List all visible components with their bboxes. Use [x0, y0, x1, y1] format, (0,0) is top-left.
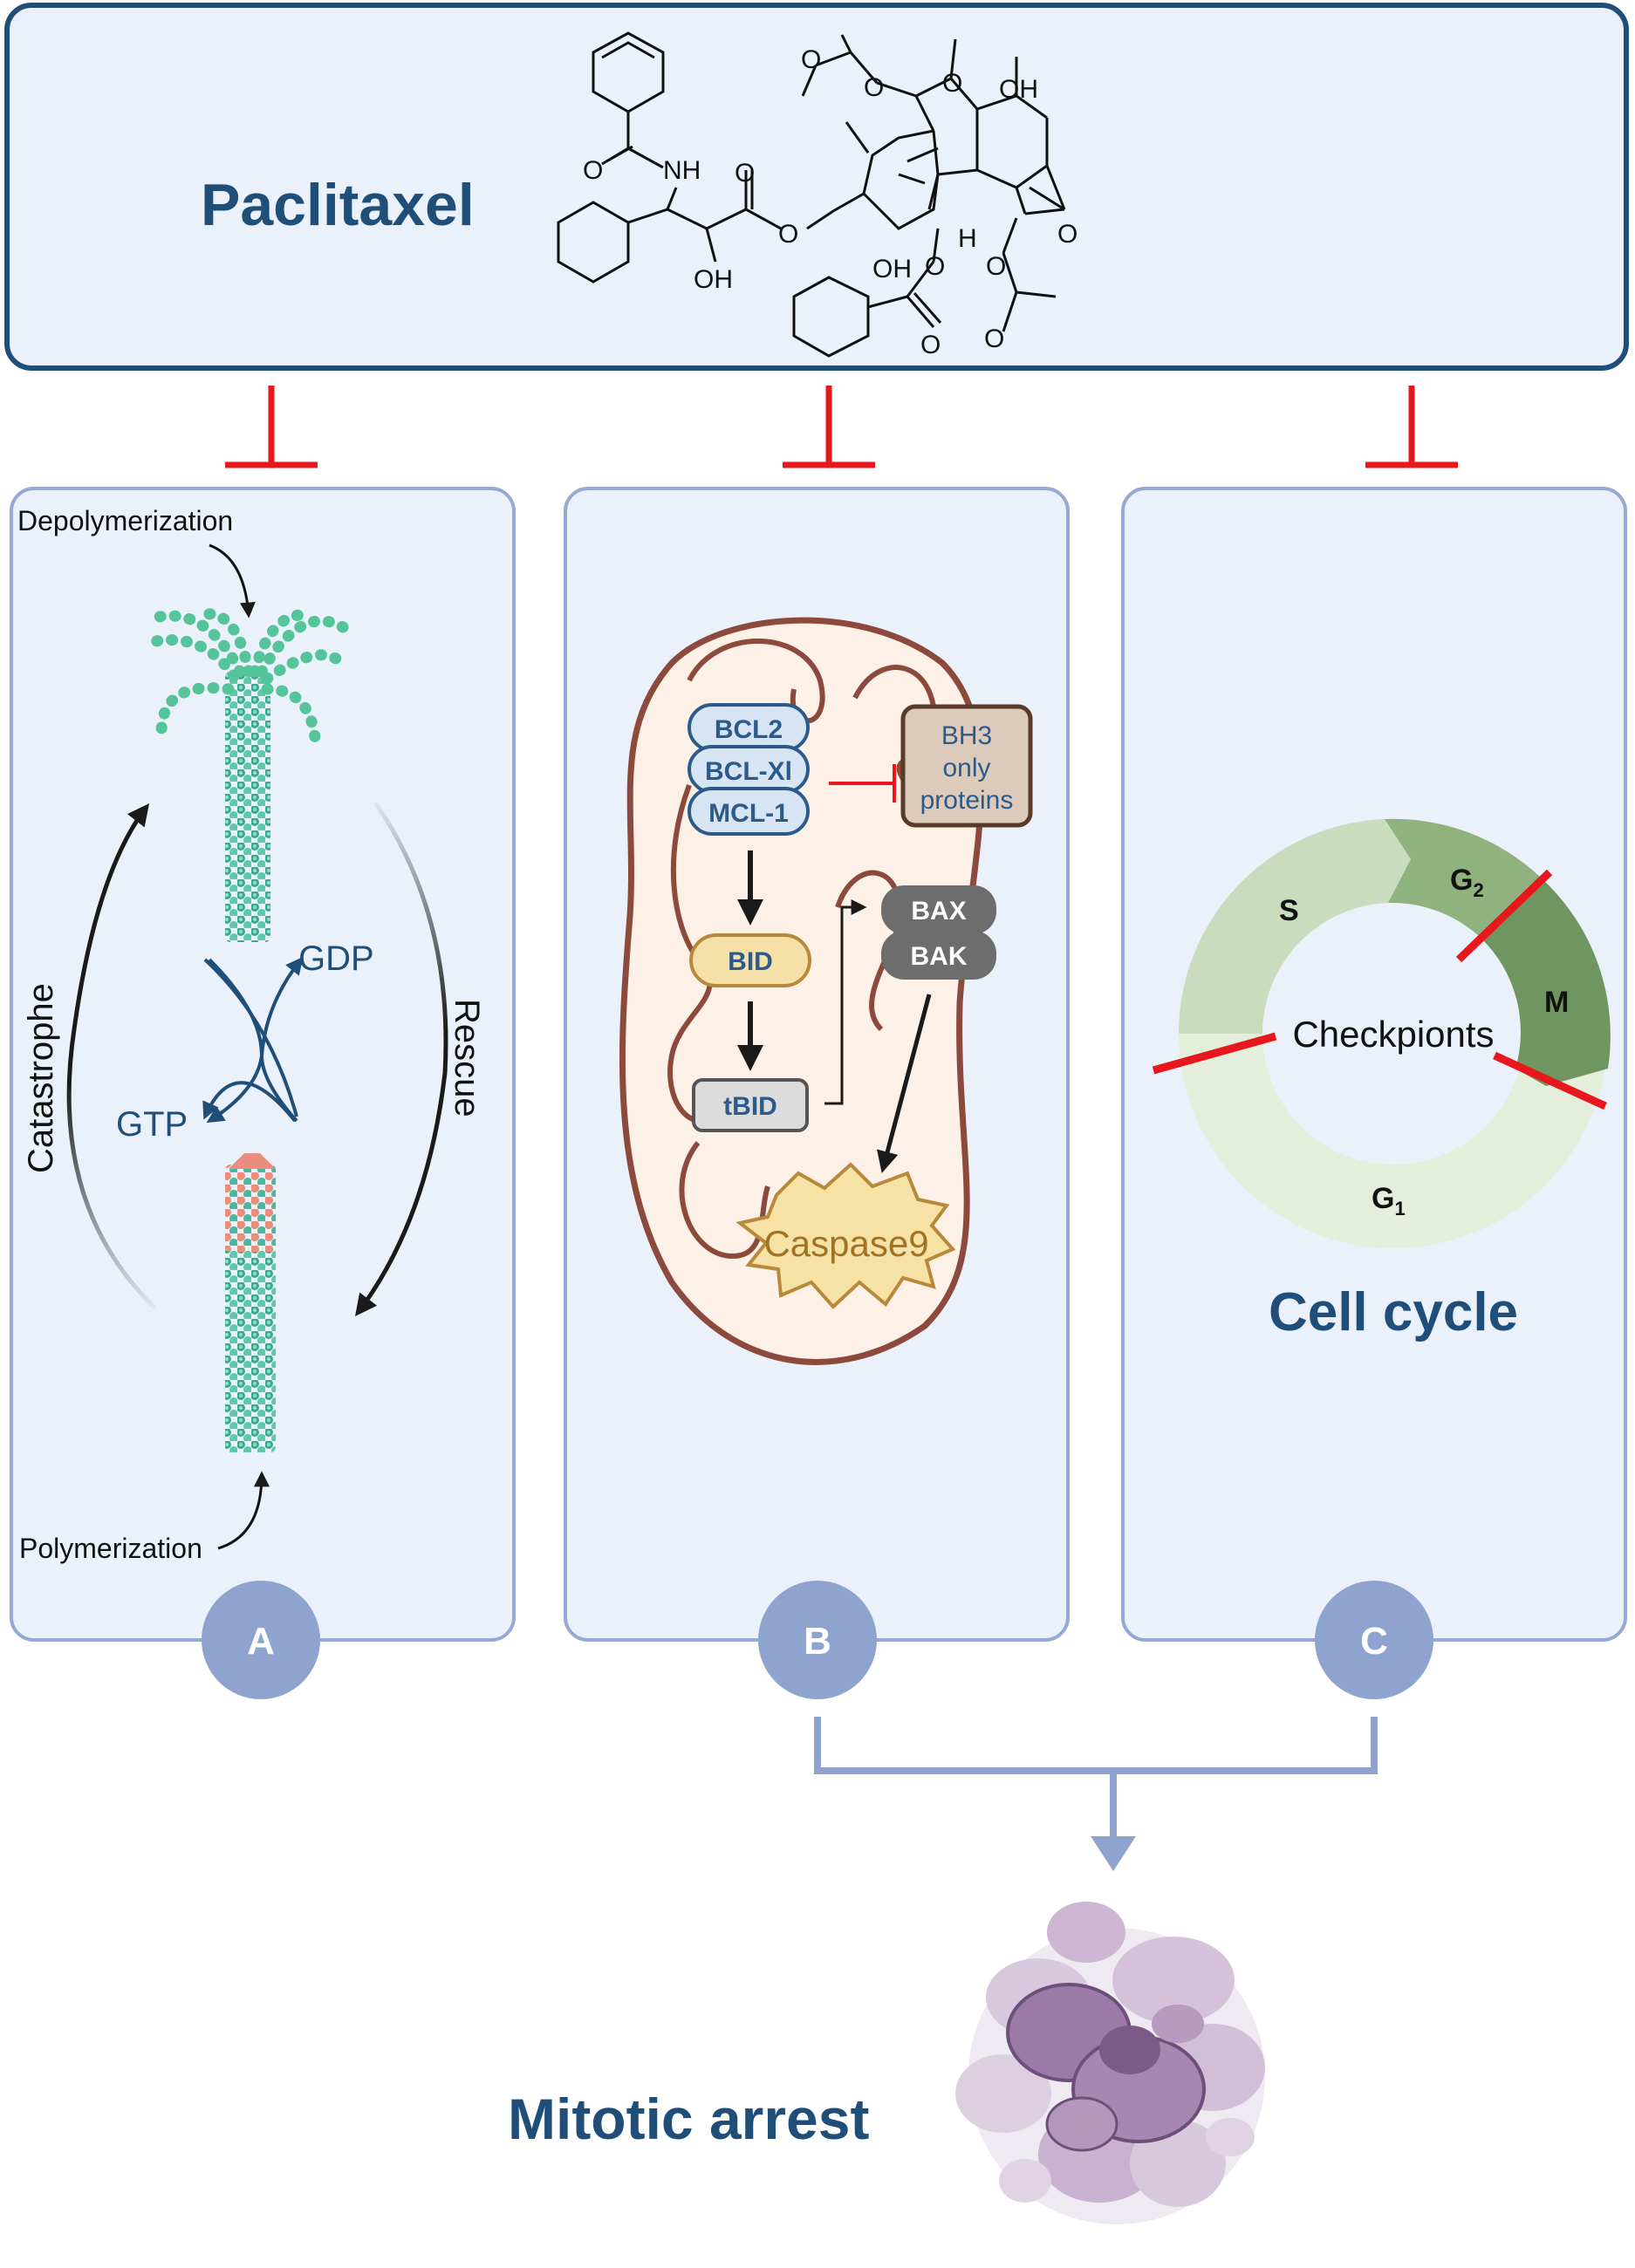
catastrophe-arrow: [66, 803, 157, 1310]
outcome-label: Mitotic arrest: [508, 2087, 869, 2151]
label-o-5: O: [864, 73, 884, 102]
arrow-bak-to-caspase: [877, 994, 932, 1173]
microtubule-depolymerizing: [138, 608, 351, 942]
badge-b-label: B: [804, 1620, 831, 1663]
apoptotic-cell-cluster: [955, 1902, 1265, 2224]
gtp-gdp-exchange: [202, 958, 298, 1123]
label-o-1: O: [583, 156, 603, 185]
tbid-box: [692, 1078, 809, 1132]
checkpoint-blocks: [1152, 869, 1607, 1110]
polymerization-arrow: [217, 1471, 270, 1550]
microtubule-polymerizing: [225, 1153, 276, 1452]
rescue-label: Rescue: [448, 999, 486, 1117]
label-o-3: O: [778, 220, 798, 249]
label-h: H: [958, 224, 977, 253]
polymerization-label: Polymerization: [19, 1533, 202, 1564]
bak-box: [881, 931, 996, 980]
badge-a: [202, 1581, 320, 1699]
label-o-10: O: [986, 252, 1006, 281]
label-o-4: O: [801, 45, 821, 74]
inhibition-markers: [225, 386, 1458, 468]
checkpoints-label: Checkpionts: [1292, 1014, 1494, 1055]
gtp-label: GTP: [116, 1105, 188, 1144]
label-o-11: O: [984, 324, 1004, 353]
bc-connector: [814, 1717, 1378, 1836]
bid-label: BID: [728, 947, 773, 976]
bid-box: [689, 933, 811, 987]
label-o-7: O: [1057, 220, 1077, 249]
paclitaxel-box: [4, 3, 1629, 371]
label-o-9: O: [920, 331, 941, 359]
bh3-line-1: BH3: [941, 721, 992, 750]
label-o-6: O: [942, 69, 962, 98]
paclitaxel-structure: [557, 31, 1066, 358]
label-nh: NH: [663, 156, 701, 185]
anti-apoptotic-stack: BCL2 BCL-Xl MCL-1: [688, 703, 810, 836]
bax-box: [881, 885, 996, 934]
cell-cycle-title: Cell cycle: [1269, 1282, 1518, 1342]
gdp-label: GDP: [298, 939, 374, 978]
caspase9-label: Caspase9: [763, 1223, 928, 1264]
phase-g2-label: G2: [1450, 864, 1484, 901]
bh3-line-2: only: [942, 754, 990, 782]
bh3-line-3: proteins: [920, 786, 1014, 815]
mcl1-box: [688, 787, 810, 836]
catastrophe-label: Catastrophe: [22, 983, 60, 1173]
badge-b: [758, 1581, 877, 1699]
arrow-tbid-to-bax: [824, 899, 867, 1105]
rescue-arrow: [354, 801, 448, 1316]
caspase9-burst: [735, 1162, 956, 1309]
label-oh-left: OH: [694, 265, 733, 294]
label-oh-top: OH: [999, 75, 1038, 104]
bax-label: BAX: [911, 897, 966, 926]
label-oh-mid: OH: [872, 255, 912, 284]
depolymerization-label: Depolymerization: [17, 505, 233, 536]
bh3-inhibition: [829, 764, 896, 803]
bh3-box: [900, 704, 1033, 828]
label-o-8: O: [925, 252, 945, 281]
phase-s-label: S: [1279, 894, 1299, 927]
mcl1-label: MCL-1: [708, 799, 789, 828]
bcl2-label: BCL2: [715, 715, 783, 744]
drug-title: Paclitaxel: [201, 172, 475, 238]
cell-cycle-ring: [1178, 818, 1611, 1248]
bclxl-label: BCL-Xl: [705, 757, 792, 786]
badge-c-label: C: [1360, 1620, 1388, 1663]
phase-g1-label: G1: [1372, 1182, 1406, 1219]
tbid-label: tBID: [723, 1092, 777, 1121]
badge-a-label: A: [247, 1620, 275, 1663]
outcome-arrowhead: [1091, 1836, 1136, 1871]
gtp-arrow: [206, 1055, 298, 1124]
label-o-2: O: [735, 159, 755, 188]
structure-atom-labels: NH O OH O O O O O OH OH H O O O O O: [583, 45, 1077, 359]
badge-c: [1315, 1581, 1433, 1699]
phase-m-label: M: [1544, 986, 1569, 1019]
depolymerization-arrow: [209, 543, 256, 618]
bak-label: BAK: [911, 942, 968, 971]
